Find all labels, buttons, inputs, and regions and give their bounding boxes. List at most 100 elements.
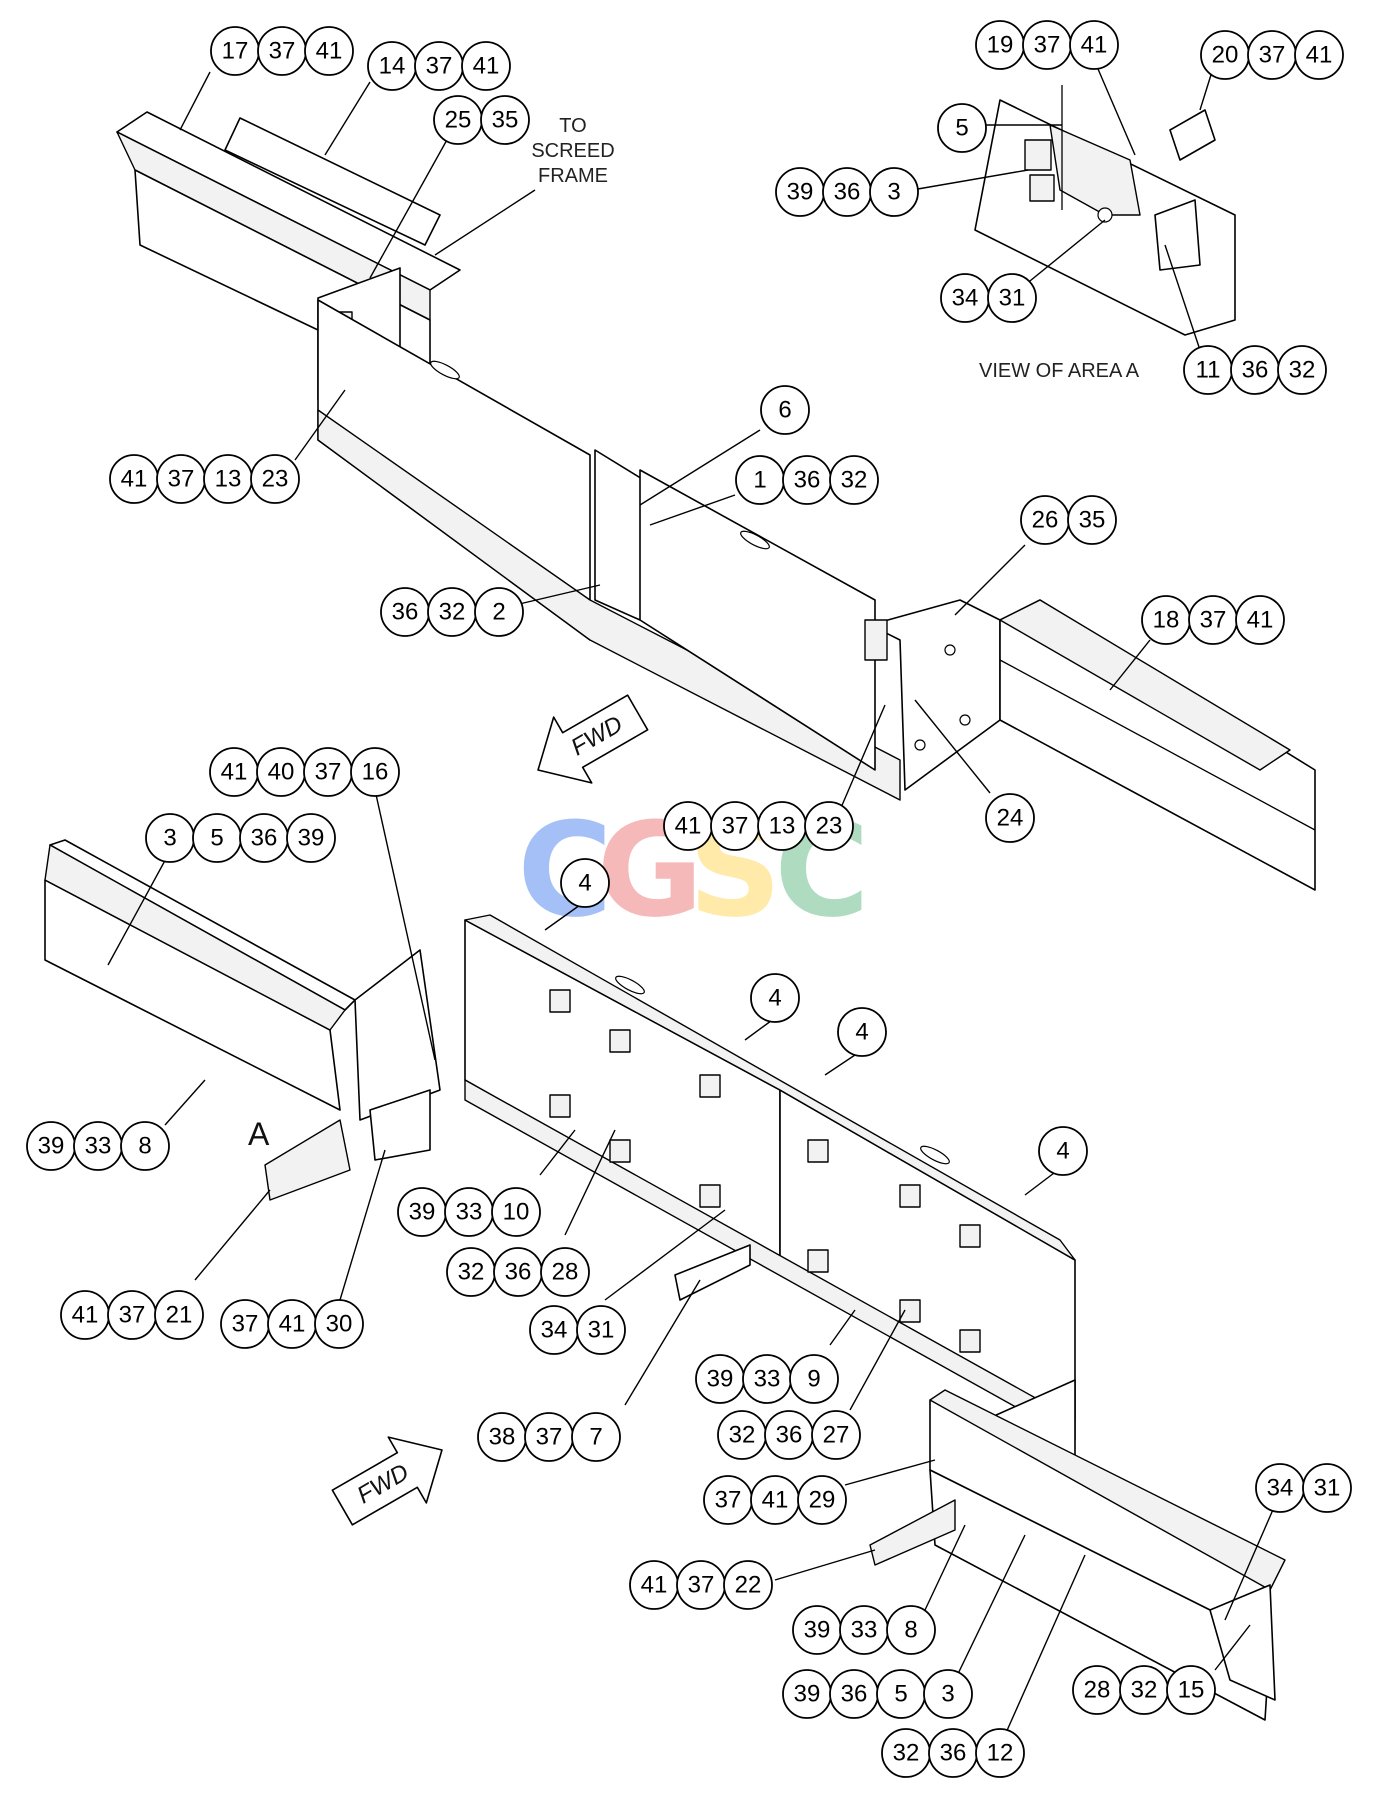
upper-slot-2: [740, 530, 770, 550]
callout-number: 40: [268, 759, 295, 786]
callout-number: 10: [503, 1199, 530, 1226]
callout-number: 30: [326, 1311, 353, 1338]
leader-41-37-22: [774, 1549, 876, 1581]
callout-number: 36: [834, 179, 861, 206]
callout-number: 4: [1056, 1138, 1069, 1165]
lower-hanger-21: [264, 1119, 351, 1201]
callout-number: 17: [222, 38, 249, 65]
leader-34-31-top: [1024, 219, 1106, 286]
callout-circle: [314, 1299, 364, 1349]
lower-hanger-30: [369, 1089, 431, 1161]
callout-number: 36: [940, 1740, 967, 1767]
callout-number: 39: [787, 179, 814, 206]
upper-bracket-right: [864, 619, 888, 661]
callout-number: 36: [776, 1422, 803, 1449]
callout-number: 29: [809, 1487, 836, 1514]
callout-circle: [1235, 595, 1285, 645]
lower-right-cap: [1209, 1584, 1276, 1701]
callout-circle: [1294, 30, 1344, 80]
callout-number: 23: [262, 466, 289, 493]
lower-slot-1: [615, 975, 645, 995]
callout-number: 37: [536, 1424, 563, 1451]
callout-number: 4: [855, 1019, 868, 1046]
clip-6: [899, 1184, 921, 1208]
lower-hanger-22: [869, 1499, 956, 1566]
clip-8: [807, 1249, 829, 1273]
leader-24: [914, 699, 991, 794]
leader-14: [324, 81, 371, 156]
callout-number: 33: [456, 1199, 483, 1226]
callout-number: 8: [904, 1617, 917, 1644]
lower-slot-2: [920, 1145, 950, 1165]
callout-circle: [837, 1007, 887, 1057]
lower-mid-hanger: [674, 1244, 751, 1301]
callout-circle: [461, 41, 511, 91]
callout-number: 36: [841, 1681, 868, 1708]
callout-circle: [480, 95, 530, 145]
callout-number: 33: [851, 1617, 878, 1644]
leader-38-37-7: [624, 1279, 701, 1406]
lower-screed-assembly: [44, 839, 1286, 1721]
leader-32-36-12: [1004, 1554, 1086, 1736]
callout-number: 26: [1032, 507, 1059, 534]
leader-4-d: [1024, 1169, 1059, 1196]
view-of-area-a-label: VIEW OF AREA A: [979, 360, 1140, 382]
callout-number: 41: [1247, 607, 1274, 634]
callout-number: 39: [804, 1617, 831, 1644]
callout-number: 15: [1178, 1677, 1205, 1704]
callout-number: 37: [269, 38, 296, 65]
callout-number: 37: [119, 1302, 146, 1329]
upper-hole-1: [944, 644, 956, 656]
fwd-arrow-lower: FWD: [331, 1436, 443, 1526]
upper-right-rail-top: [999, 599, 1291, 771]
leader-19: [1094, 61, 1136, 156]
callout-number: 35: [1079, 507, 1106, 534]
callout-number: 9: [807, 1366, 820, 1393]
upper-right-rail-edge: [999, 659, 1316, 831]
callout-number: 38: [489, 1424, 516, 1451]
callout-number: 37: [1200, 607, 1227, 634]
leader-39-33-8-right: [924, 1524, 966, 1611]
callout-number: 31: [1314, 1475, 1341, 1502]
leader-39-36-5-3: [954, 1534, 1026, 1681]
leader-28-32-15: [1214, 1624, 1251, 1671]
callout-number: 41: [279, 1311, 306, 1338]
callout-number: 31: [999, 285, 1026, 312]
leader-4-c: [824, 1054, 856, 1076]
callout-circle: [886, 1605, 936, 1655]
callout-number: 32: [893, 1740, 920, 1767]
callout-number: 36: [505, 1259, 532, 1286]
lower-left-top: [44, 844, 346, 1031]
callout-number: 33: [754, 1366, 781, 1393]
lower-panel-top-strip: [464, 914, 1076, 1261]
leader-13-lower: [839, 704, 886, 811]
callout-number: 7: [589, 1424, 602, 1451]
callout-number: 23: [816, 813, 843, 840]
callout-circle: [750, 973, 800, 1023]
callout-number: 41: [762, 1487, 789, 1514]
clip-1: [549, 989, 571, 1013]
callout-number: 37: [688, 1572, 715, 1599]
callout-group: 18 37 41: [1141, 595, 1285, 645]
clip-3: [549, 1094, 571, 1118]
callout-number: 18: [1153, 607, 1180, 634]
callout-number: 8: [138, 1133, 151, 1160]
clip-5: [807, 1139, 829, 1163]
leader-26: [954, 544, 1026, 616]
callout-circle: [571, 1412, 621, 1462]
callout-number: 36: [251, 825, 278, 852]
